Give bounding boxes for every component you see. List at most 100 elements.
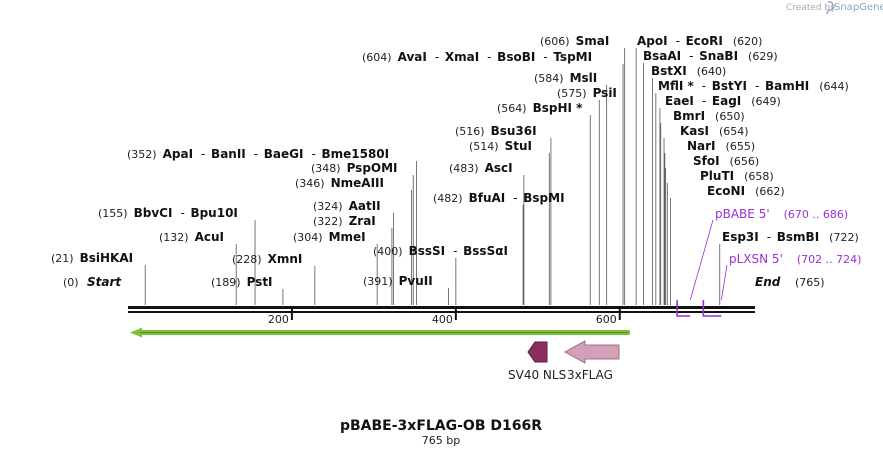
site-label: PluTI(658) xyxy=(700,169,774,183)
site-position: (304) xyxy=(293,231,323,244)
name-separator: - xyxy=(543,50,547,64)
enzyme-name: BssSαI xyxy=(463,244,508,258)
enzyme-name: BamHI xyxy=(765,79,809,93)
credit-prefix: Created by xyxy=(786,3,836,13)
site-position: (155) xyxy=(98,207,128,220)
enzyme-name: BsaAI xyxy=(643,49,681,63)
enzyme-name: BstYI xyxy=(712,79,747,93)
enzyme-name: Bpu10I xyxy=(190,206,237,220)
backbone-top-strand xyxy=(128,306,755,309)
primer-name: pLXSN 5' xyxy=(729,252,783,266)
enzyme-name: Esp3I xyxy=(722,230,759,244)
enzyme-name: BsmBI xyxy=(777,230,819,244)
site-position: (575) xyxy=(557,87,587,100)
enzyme-name: EaeI xyxy=(665,94,694,108)
snapgene-logo-icon xyxy=(826,1,834,15)
site-label: (606)SmaI xyxy=(540,34,609,48)
site-position: (629) xyxy=(748,50,778,63)
orf-arrowhead xyxy=(130,327,142,338)
enzyme-name: PstI xyxy=(247,275,273,289)
site-label: (604)AvaI-XmaI-BsoBI-TspMI xyxy=(362,50,592,64)
site-position: (655) xyxy=(726,140,756,153)
site-label: BsaAI-SnaBI(629) xyxy=(643,49,778,63)
site-label: (304)MmeI xyxy=(293,230,366,244)
map-length: 765 bp xyxy=(422,434,460,447)
sv40-nls-label: SV40 NLS xyxy=(508,368,566,382)
enzyme-name: AatII xyxy=(349,199,381,213)
name-separator: - xyxy=(201,147,205,161)
site-position: (656) xyxy=(730,155,760,168)
enzyme-name: Bsu36I xyxy=(491,124,537,138)
site-label: (482)BfuAI-BspMI xyxy=(433,191,565,205)
site-position: (584) xyxy=(534,72,564,85)
enzyme-name: BstXI xyxy=(651,64,687,78)
primer-range: (670 .. 686) xyxy=(784,208,849,221)
enzyme-name: BaeGI xyxy=(264,147,304,161)
site-position: (346) xyxy=(295,177,325,190)
site-label: (132)AcuI xyxy=(159,230,224,244)
site-position: (514) xyxy=(469,140,499,153)
site-label: (400)BssSI-BssSαI xyxy=(373,244,508,258)
enzyme-name: BssSI xyxy=(409,244,446,258)
enzyme-name: MflI * xyxy=(658,79,694,93)
enzyme-name: BspMI xyxy=(523,191,564,205)
enzyme-name: TspMI xyxy=(553,50,592,64)
site-label: (584) MslI xyxy=(534,71,597,85)
site-label: (483)AscI xyxy=(449,161,513,175)
enzyme-name: SmaI xyxy=(576,34,610,48)
primer-leader xyxy=(721,264,728,301)
site-lines xyxy=(144,48,721,305)
site-label: (189) PstI xyxy=(211,275,273,289)
enzyme-name: EcoNI xyxy=(707,184,745,198)
enzyme-name: BspHI * xyxy=(533,101,584,115)
site-position: (620) xyxy=(733,35,763,48)
site-position: (640) xyxy=(697,65,727,78)
enzyme-name: ZraI xyxy=(349,214,376,228)
enzyme-name: XmnI xyxy=(268,252,303,266)
enzyme-name: PluTI xyxy=(700,169,734,183)
primer-sites: pBABE 5'(670 .. 686)pLXSN 5'(702 .. 724) xyxy=(676,207,861,317)
name-separator: - xyxy=(702,79,706,93)
enzyme-name: BfuAI xyxy=(469,191,506,205)
site-position: (400) xyxy=(373,245,403,258)
name-separator: - xyxy=(435,50,439,64)
name-separator: - xyxy=(487,50,491,64)
name-separator: - xyxy=(702,94,706,108)
enzyme-name: EcoRI xyxy=(686,34,723,48)
tick-label: 600 xyxy=(596,313,617,326)
enzyme-name: AcuI xyxy=(195,230,224,244)
enzyme-name: AscI xyxy=(485,161,513,175)
name-separator: - xyxy=(767,230,771,244)
enzyme-name: BbvCI xyxy=(134,206,173,220)
enzyme-name: MslI xyxy=(570,71,598,85)
backbone-bottom-strand xyxy=(128,311,755,313)
enzyme-name: BanII xyxy=(211,147,246,161)
site-label: BmrI (650) xyxy=(673,109,745,123)
primer-mark xyxy=(676,300,691,317)
site-position: (650) xyxy=(715,110,745,123)
enzyme-name: PspOMI xyxy=(347,161,398,175)
site-label: ApoI-EcoRI(620) xyxy=(637,34,762,48)
enzyme-name: ApoI xyxy=(637,34,668,48)
site-label: (155) BbvCI-Bpu10I xyxy=(98,206,238,220)
end-label: End xyxy=(755,275,781,289)
name-separator: - xyxy=(513,191,517,205)
sv40-nls-arrow xyxy=(527,341,548,363)
credit-brand: SnapGene xyxy=(834,2,883,13)
site-label: (391)PvuII xyxy=(363,274,433,288)
enzyme-name: SfoI xyxy=(693,154,720,168)
site-label: Esp3I-BsmBI(722) xyxy=(722,230,859,244)
name-separator: - xyxy=(180,206,184,220)
enzyme-name: BmrI xyxy=(673,109,705,123)
site-position: (391) xyxy=(363,275,393,288)
site-label: (228)XmnI xyxy=(232,252,302,266)
enzyme-name: XmaI xyxy=(445,50,479,64)
site-label: (514)StuI xyxy=(469,139,532,153)
start-label: Start xyxy=(87,275,122,289)
site-label: KasI(654) xyxy=(680,124,749,138)
site-label: (324)AatII xyxy=(313,199,381,213)
site-label: (575)PsiI xyxy=(557,86,617,100)
site-labels: (21)BsiHKAI(132)AcuI(155)BbvCI-Bpu10I(18… xyxy=(51,34,859,289)
enzyme-name: ApaI xyxy=(163,147,193,161)
site-position: (189) xyxy=(211,276,241,289)
